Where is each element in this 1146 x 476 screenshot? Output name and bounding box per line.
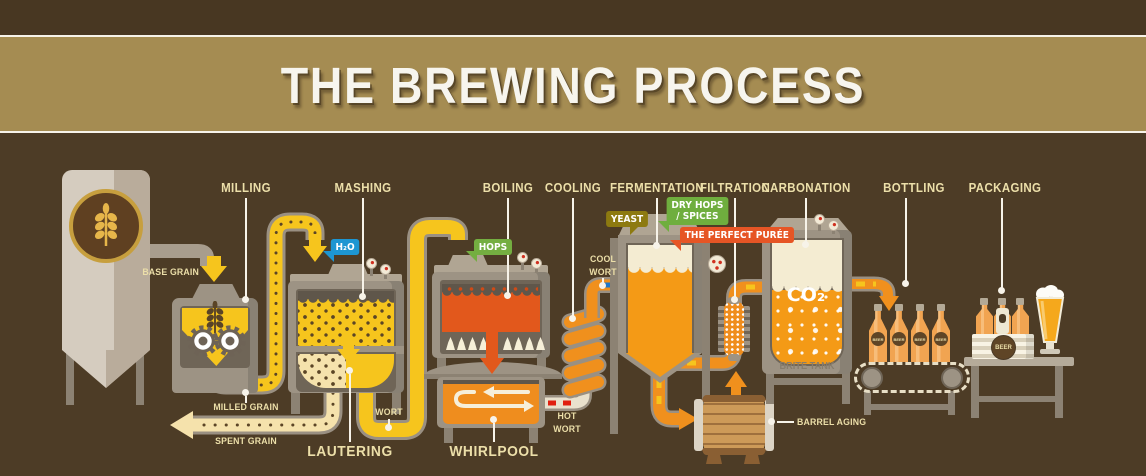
pipe-milled-grain-dots [210,220,317,387]
mill-gear-right-icon [214,325,246,357]
header-top-strip [0,0,1146,35]
gauge-icon [517,252,528,263]
perfect-puree-tag: THE PERFECT PURÉE [679,227,794,244]
stage-label-mashing: MASHING [334,181,392,195]
header-band [0,37,1146,131]
stage-label-bottling: BOTTLING [883,181,945,195]
silo-medallion [69,189,143,263]
yeast-tag: YEAST [606,211,648,228]
mill-wheat-icon [206,301,224,334]
brite-tank-label: BRITE TANK [779,361,835,372]
pipe-hot-wort [544,386,590,409]
cool-wort-label-1: COOL [590,254,616,265]
filter-fin-left [718,306,725,352]
beer-glass [1035,285,1065,354]
stage-label-packaging: PACKAGING [968,181,1042,195]
co2-text: CO₂ [786,284,826,306]
stage-label-filtration: FILTRATION [699,181,771,195]
spent-grain-arrowhead [170,411,193,439]
mash-drain-arrow [343,337,354,351]
header-rule-top [0,35,1146,37]
bottle-beer-label: BEER [934,332,948,346]
filter-fin-right [743,306,750,352]
dry-hops-line: DRY HOPS [671,199,724,211]
base-grain-arrow [207,256,221,268]
table-top [964,357,1074,366]
header-rule-bottom [0,131,1146,133]
pipe-spent-grain [193,382,340,432]
barrel-aging-label: BARREL AGING [797,417,867,428]
barrel-foot-right [744,453,760,464]
whirlpool-label: WHIRLPOOL [449,443,539,460]
spices-line: / SPICES [676,210,719,222]
page-title: THE BREWING PROCESS [280,57,866,114]
barrel-foot-left [706,453,722,464]
conveyor-wheel-left [861,367,883,389]
brite-crossbar [766,378,850,385]
water-tag: H₂O [330,239,360,256]
barrel-up-arrow [731,386,741,399]
cool-wort-label-2: WORT [589,267,617,278]
pipe-silo-to-mill [146,244,214,266]
sixpack-beer-label: BEER [991,335,1016,360]
bottle-beer-label: BEER [871,332,885,346]
mash-lid [290,274,402,283]
mash-liquid [298,299,394,346]
base-grain-label: BASE GRAIN [142,267,200,278]
whirlpool-swirl-icon [453,386,534,412]
stage-label-carbonation: CARBONATION [761,181,851,195]
pipe-wort [359,220,465,437]
hot-wort-label-2: WORT [553,424,581,435]
gauge-icon [814,214,825,225]
stage-label-cooling: COOLING [544,181,602,195]
wort-label: WORT [375,407,403,418]
conveyor-belt [854,362,970,393]
stage-label-fermentation: FERMENTATION [609,181,705,195]
fermenter-foam [628,245,692,267]
pipe-ferm-to-barrel [653,368,679,425]
gauge-icon [828,220,839,231]
stage-label-boiling: BOILING [482,181,534,195]
stage-label-milling: MILLING [221,181,271,195]
airlock-icon [708,255,726,273]
brite-liquid [772,290,842,364]
boil-lid [434,265,548,274]
hot-wort-label-1: HOT [557,411,577,422]
spent-grain-label: SPENT GRAIN [215,436,277,447]
mill-gear-left-icon [187,325,219,357]
barrel-cap-right [765,399,774,451]
milled-grain-label: MILLED GRAIN [213,402,279,413]
mash-lid-bump [328,264,368,275]
barrel-body [702,395,766,455]
gauge-icon [380,264,391,275]
barrel-cap-left [694,399,703,451]
dry-hops-spices-tag: DRY HOPS / SPICES [666,197,729,225]
cooling-coil [561,305,607,399]
filter-body [724,302,744,356]
hops-tag: HOPS [473,239,512,256]
fermenter-liquid [628,268,692,353]
mash-entry-arrow [309,234,321,248]
bottle-beer-label: BEER [892,332,906,346]
boil-to-whirlpool-arrow [486,324,498,360]
mill-funnel [192,284,240,299]
bottle-beer-label: BEER [913,332,927,346]
lautering-label: LAUTERING [307,443,393,460]
conveyor-wheel-right [941,367,963,389]
wheat-icon [94,203,118,246]
gauge-icon [531,258,542,269]
gauge-icon [366,258,377,269]
